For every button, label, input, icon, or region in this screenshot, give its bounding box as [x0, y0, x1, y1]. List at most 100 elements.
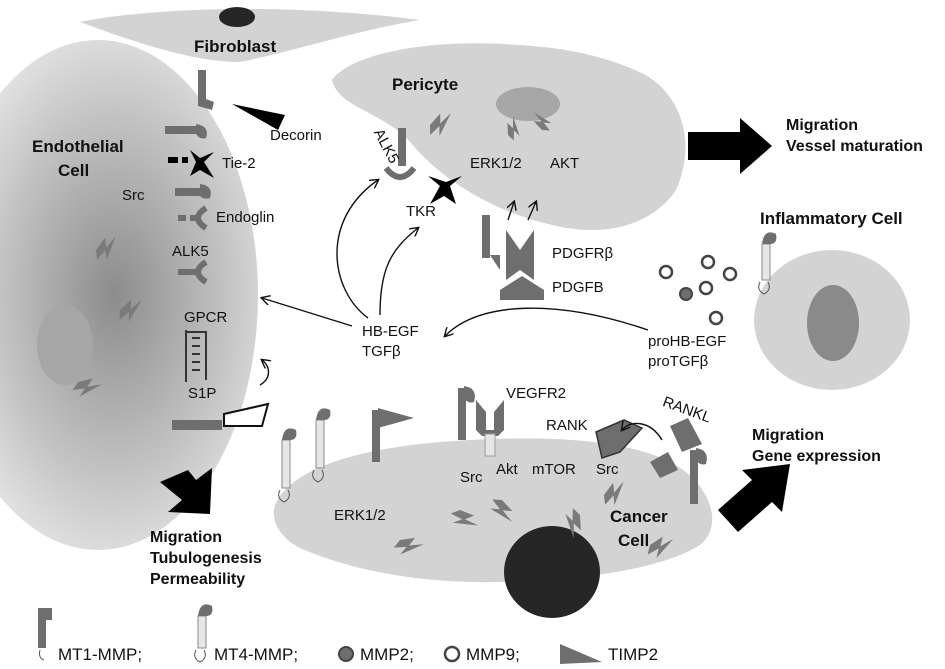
pdgfb-icon [500, 276, 544, 300]
mmp9-icon [443, 645, 461, 663]
alk5-endothelial-label: ALK5 [172, 243, 209, 260]
src-cancer-label-1: Src [460, 469, 483, 486]
pdgfrb-label: PDGFRβ [552, 245, 614, 262]
mt1-mmp-icon [458, 388, 466, 440]
fibroblast-nucleus [219, 7, 255, 27]
gpcr-label: GPCR [184, 309, 228, 326]
legend-label: MT1-MMP; [58, 645, 142, 664]
pericyte-outcome-1: Migration [786, 117, 858, 134]
legend-mt1-mmp: MT1-MMP; [38, 608, 142, 664]
legend-label: MMP2; [360, 645, 414, 664]
tie2-icon [190, 150, 214, 178]
legend-timp2: TIMP2 [560, 644, 658, 664]
pdgfrb-icon [506, 230, 534, 280]
tgfb-label: TGFβ [362, 343, 401, 360]
endothelial-outcome-1: Migration [150, 529, 222, 546]
mmp9-icon [708, 310, 724, 326]
rankl-icon [670, 418, 702, 452]
mmp9-icon [658, 264, 674, 280]
gpcr-icon [185, 330, 207, 382]
s1p-label: S1P [188, 385, 216, 402]
erk-pericyte-label: ERK1/2 [470, 155, 522, 172]
fibroblast-label: Fibroblast [194, 37, 277, 56]
timp2-icon [560, 644, 602, 664]
erk-cancer-label: ERK1/2 [334, 507, 386, 524]
inflammatory-nucleus [807, 285, 859, 361]
legend-label: TIMP2 [608, 645, 658, 664]
mmp9-icon [722, 266, 738, 282]
mmp9-icon [698, 280, 714, 296]
tkr-icon [428, 176, 462, 204]
mt1-mmp-icon [38, 608, 52, 648]
cancer-outcome-1: Migration [752, 427, 824, 444]
endothelial-outcome-3: Permeability [150, 571, 245, 588]
akt-cancer-label: Akt [496, 461, 519, 478]
mt1-mmp-icon [690, 450, 698, 504]
mmp2-icon [679, 287, 693, 301]
legend-mmp9: MMP9; [443, 645, 520, 664]
outcome-arrow-pericyte [688, 118, 772, 174]
pericyte-label: Pericyte [392, 75, 458, 94]
endothelial-receptors [165, 70, 285, 430]
alk5-pericyte-label: ALK5 [370, 126, 402, 166]
cancer-label-2: Cell [618, 531, 649, 550]
timp2-icon [223, 402, 270, 427]
akt-pericyte-label: AKT [550, 155, 579, 172]
tie2-label: Tie-2 [222, 155, 256, 172]
mt1-mmp-icon [482, 215, 490, 258]
pericyte-outcome-2: Vessel maturation [786, 138, 923, 155]
mt4-mmp-receptors [278, 232, 777, 503]
pericyte-nucleus [496, 87, 560, 121]
alk5-icon [195, 259, 208, 285]
endoglin-icon [195, 205, 208, 231]
endothelial-cell [0, 40, 258, 550]
decorin-label: Decorin [270, 127, 322, 144]
mtor-label: mTOR [532, 461, 576, 478]
vegfr2-icon [476, 400, 504, 436]
hbegf-label: HB-EGF [362, 323, 419, 340]
legend-label: MMP9; [466, 645, 520, 664]
pericyte-receptors [383, 128, 544, 300]
rank-label: RANK [546, 417, 588, 434]
inflammatory-cell [754, 250, 910, 390]
endothelial-label-1: Endothelial [32, 137, 124, 156]
pdgfb-label: PDGFB [552, 279, 604, 296]
protgfb-label: proTGFβ [648, 353, 709, 370]
timp2-icon [378, 408, 414, 428]
cancer-receptors [372, 386, 707, 504]
inflammatory-label: Inflammatory Cell [760, 209, 903, 228]
cancer-nucleus [504, 526, 600, 618]
endothelial-nucleus [37, 305, 93, 385]
vegfr2-label: VEGFR2 [506, 385, 566, 402]
mmp-particles [658, 254, 738, 326]
src-icon [200, 184, 211, 199]
signal-arrows [259, 180, 663, 441]
cancer-label-1: Cancer [610, 507, 668, 526]
endoglin-label: Endoglin [216, 209, 274, 226]
fibroblast-cell [80, 7, 420, 62]
mt1-mmp-icon [196, 124, 207, 139]
mmp9-icon [700, 254, 716, 270]
legend-label: MT4-MMP; [214, 645, 298, 664]
cancer-cell [273, 438, 713, 618]
endothelial-label-2: Cell [58, 161, 89, 180]
cancer-outcome-2: Gene expression [752, 448, 881, 465]
legend-mmp2: MMP2; [338, 645, 414, 664]
src-endothelial-label: Src [122, 187, 145, 204]
decorin-icon [232, 104, 285, 130]
prohbegf-label: proHB-EGF [648, 333, 726, 350]
alk5-icon [383, 166, 417, 180]
pericyte-cell [332, 43, 686, 231]
legend-mt4-mmp: MT4-MMP; [194, 604, 298, 664]
mmp2-icon [338, 646, 354, 662]
outcome-arrow-cancer [718, 464, 790, 532]
endothelial-outcome-2: Tubulogenesis [150, 550, 262, 567]
src-cancer-label-2: Src [596, 461, 619, 478]
mt4-mmp-icon [198, 604, 213, 616]
outcome-arrow-endothelial [160, 468, 212, 514]
legend: MT1-MMP; MT4-MMP; MMP2; MMP9; TIMP2 [38, 604, 658, 664]
mt1-mmp-icon [198, 70, 214, 110]
tkr-label: TKR [406, 203, 436, 220]
